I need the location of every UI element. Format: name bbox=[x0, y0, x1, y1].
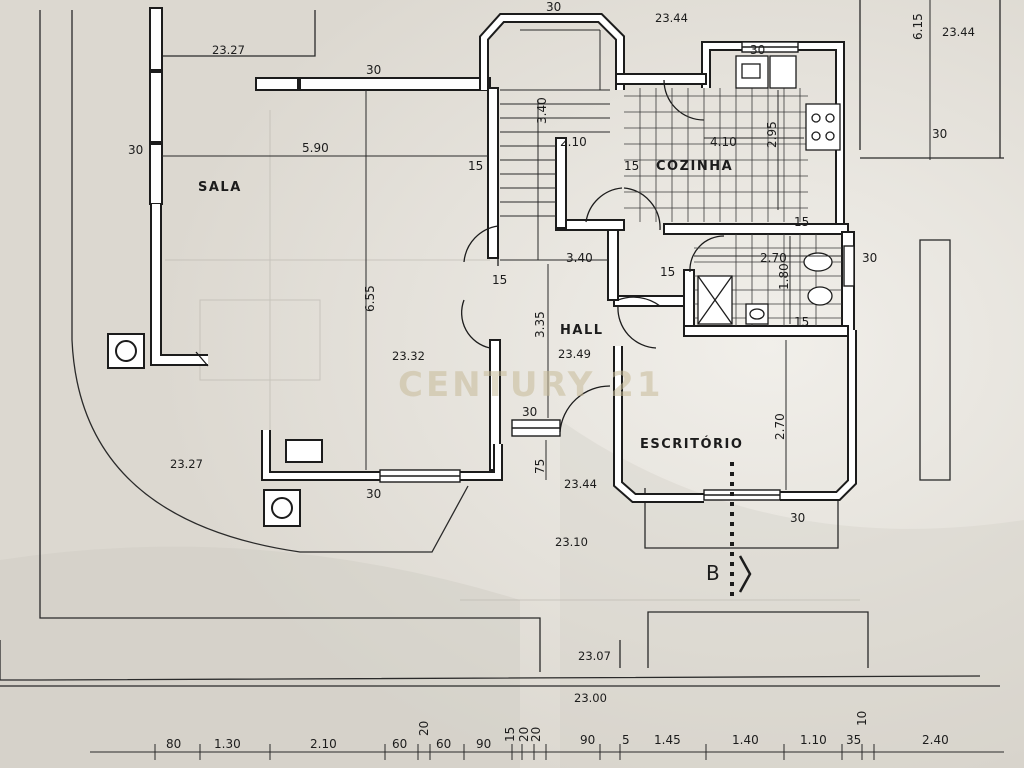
elevation-bottom: 23.00 bbox=[574, 691, 607, 705]
section-label-b: B bbox=[706, 561, 720, 585]
elevation-top-left: 23.27 bbox=[212, 43, 245, 57]
elevation-terrace: 23.27 bbox=[170, 457, 203, 471]
bottom-dim-label: 20 bbox=[517, 727, 531, 742]
ghost-lines bbox=[165, 110, 860, 601]
bottom-dim-label: 15 bbox=[503, 727, 517, 742]
room-label-cozinha: COZINHA bbox=[656, 159, 733, 174]
bottom-dim-label: 60 bbox=[392, 737, 407, 751]
dim-wc-30: 30 bbox=[862, 251, 877, 265]
bottom-dim-label: 90 bbox=[476, 737, 491, 751]
elevation-street: 23.07 bbox=[578, 649, 611, 663]
bottom-dim-label: 20 bbox=[417, 721, 431, 736]
dim-sala-30: 30 bbox=[128, 143, 143, 157]
dim-upper-30-b: 30 bbox=[750, 43, 765, 57]
bottom-dim-label: 80 bbox=[166, 737, 181, 751]
dim-hall-340: 3.40 bbox=[566, 251, 593, 265]
section-marker bbox=[730, 462, 752, 596]
dim-hall-30: 30 bbox=[522, 405, 537, 419]
dim-kitchen-410: 4.10 bbox=[710, 135, 737, 149]
dim-office-30: 30 bbox=[790, 511, 805, 525]
dim-stair-210: 2.10 bbox=[560, 135, 587, 149]
stairs bbox=[500, 29, 610, 217]
dim-stair-340: 3.40 bbox=[535, 97, 549, 124]
dim-stair-15-b: 15 bbox=[624, 159, 639, 173]
kitchen-fixtures bbox=[735, 55, 841, 151]
bottom-dim-label: 90 bbox=[580, 733, 595, 747]
room-label-sala: SALA bbox=[198, 180, 242, 195]
dimension-ticks bbox=[154, 744, 875, 760]
dim-office-270: 2.70 bbox=[773, 413, 787, 440]
dim-wc-180: 1.80 bbox=[777, 263, 791, 290]
bottom-dim-label: 2.40 bbox=[922, 733, 949, 747]
site-boundary bbox=[0, 0, 1004, 687]
dim-sala-bottom-30: 30 bbox=[366, 487, 381, 501]
bottom-dim-label: 5 bbox=[622, 733, 630, 747]
bottom-dim-label: 1.40 bbox=[732, 733, 759, 747]
doors bbox=[195, 79, 725, 433]
dim-hall-15-a: 15 bbox=[492, 273, 507, 287]
windows bbox=[379, 41, 855, 501]
kitchen-tiles bbox=[624, 88, 808, 222]
dim-sala-590: 5.90 bbox=[302, 141, 329, 155]
bottom-dim-label: 1.10 bbox=[800, 733, 827, 747]
dimension-lines bbox=[90, 0, 1004, 753]
dim-right-615: 6.15 bbox=[911, 13, 925, 40]
walls bbox=[149, 7, 857, 503]
bottom-dim-label: 35 bbox=[846, 733, 861, 747]
dim-wc-15: 15 bbox=[794, 315, 809, 329]
room-label-escritorio: ESCRITÓRIO bbox=[640, 436, 743, 452]
bottom-dim-label: 20 bbox=[529, 727, 543, 742]
dim-right-30: 30 bbox=[932, 127, 947, 141]
elevation-hall: 23.49 bbox=[558, 347, 591, 361]
dim-top-30: 30 bbox=[546, 0, 561, 14]
bottom-dim-label: 2.10 bbox=[310, 737, 337, 751]
shadow-area-right bbox=[560, 420, 1024, 768]
dim-upper-30-a: 30 bbox=[366, 63, 381, 77]
elevation-sala: 23.32 bbox=[392, 349, 425, 363]
dim-entry-75: 75 bbox=[533, 459, 547, 474]
elevation-entrance: 23.44 bbox=[564, 477, 597, 491]
bottom-dim-label: 1.45 bbox=[654, 733, 681, 747]
dim-kitchen-15: 15 bbox=[794, 215, 809, 229]
dim-wc-270: 2.70 bbox=[760, 251, 787, 265]
dim-stair-15-a: 15 bbox=[468, 159, 483, 173]
shadow-area bbox=[0, 546, 520, 768]
elevation-front: 23.10 bbox=[555, 535, 588, 549]
elevation-top-right: 23.44 bbox=[655, 11, 688, 25]
wc-fixtures bbox=[697, 252, 833, 325]
dim-kitchen-295: 2.95 bbox=[765, 121, 779, 148]
dim-sala-655: 6.55 bbox=[363, 285, 377, 312]
watermark-logo: CENTURY 21 bbox=[398, 365, 664, 405]
dim-hall-335: 3.35 bbox=[533, 311, 547, 338]
bottom-dim-label: 60 bbox=[436, 737, 451, 751]
bottom-dim-label: 10 bbox=[855, 711, 869, 726]
bottom-dim-label: 1.30 bbox=[214, 737, 241, 751]
chimney-boxes bbox=[107, 333, 301, 527]
room-label-hall: HALL bbox=[560, 323, 604, 338]
dim-hall-15-b: 15 bbox=[660, 265, 675, 279]
elevation-far-right: 23.44 bbox=[942, 25, 975, 39]
